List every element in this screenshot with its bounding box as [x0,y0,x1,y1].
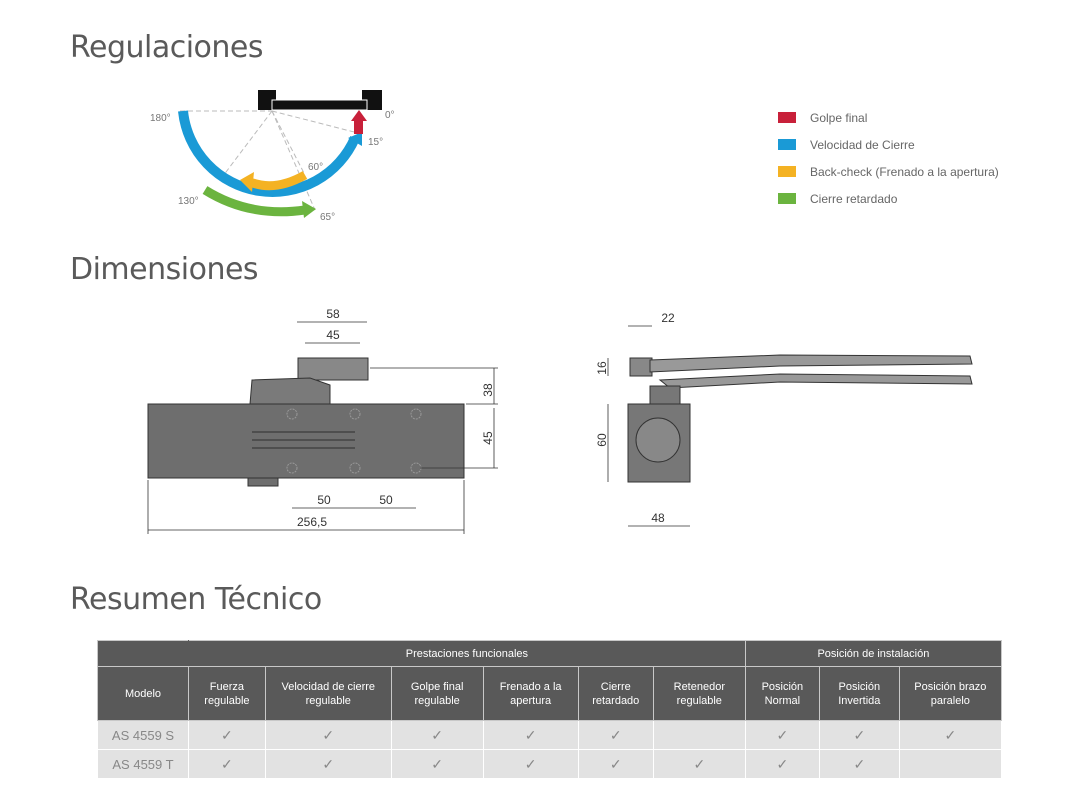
angle-65: 65° [320,212,335,223]
table-cell: ✓ [577,720,654,750]
section-title-regulaciones: Regulaciones [70,30,264,65]
dim-22: 22 [661,311,675,325]
table-row: AS 4559 T✓✓✓✓✓✓✓✓ [97,749,1003,779]
legend-item: Back-check (Frenado a la apertura) [778,158,999,185]
dim-38: 38 [481,383,495,397]
table-cell: AS 4559 S [97,720,189,750]
column-header: Posición brazo paralelo [898,666,1003,721]
table-cell: ✓ [390,749,484,779]
column-header: Posición Normal [744,666,820,721]
dim-45-v: 45 [481,431,495,445]
column-header: Modelo [97,666,189,721]
legend: Golpe final Velocidad de Cierre Back-che… [778,104,999,212]
table-cell: ✓ [744,749,820,779]
table-cell: ✓ [482,749,579,779]
table-cell: ✓ [577,749,654,779]
column-header: Posición Invertida [818,666,900,721]
angle-0: 0° [385,110,395,121]
table-cell: ✓ [390,720,484,750]
legend-item: Golpe final [778,104,999,131]
table-cell: ✓ [188,720,266,750]
angle-180: 180° [150,113,171,124]
table-cell: ✓ [264,720,392,750]
dim-60: 60 [595,433,609,447]
dim-50a: 50 [317,493,331,507]
table-row: AS 4559 S✓✓✓✓✓✓✓✓ [97,720,1003,750]
column-header: Cierre retardado [577,666,654,721]
dim-256: 256,5 [297,515,327,529]
dim-45: 45 [326,328,340,342]
table-cell [898,749,1003,779]
table-cell: ✓ [482,720,579,750]
table-cell: ✓ [818,749,900,779]
legend-item: Velocidad de Cierre [778,131,999,158]
column-header: Fuerza regulable [188,666,266,721]
dim-50b: 50 [379,493,393,507]
angle-130: 130° [178,196,199,207]
dimension-drawing-front: 58 45 38 45 50 50 256,5 [147,307,498,534]
dimension-drawing-side: 22 16 60 48 [595,311,973,527]
dim-16: 16 [595,361,609,375]
table-cell: ✓ [188,749,266,779]
angle-15: 15° [368,137,383,148]
table-cell: ✓ [264,749,392,779]
table-cell: ✓ [818,720,900,750]
angle-60: 60° [308,162,323,173]
group-header: Posición de instalación [744,640,1003,667]
table-cell: ✓ [744,720,820,750]
column-header: Golpe final regulable [390,666,484,721]
table-cell: AS 4559 T [97,749,189,779]
column-header: Frenado a la apertura [482,666,579,721]
column-header: Retenedor regulable [652,666,746,721]
table-cell [652,720,746,750]
group-header: Prestaciones funcionales [188,640,746,667]
section-title-resumen: Resumen Técnico [70,582,322,617]
dim-58: 58 [326,307,340,321]
legend-item: Cierre retardado [778,185,999,212]
section-title-dimensiones: Dimensiones [70,252,259,287]
table-cell: ✓ [898,720,1003,750]
column-header: Velocidad de cierre regulable [264,666,392,721]
table-cell: ✓ [652,749,746,779]
technical-summary-table: Prestaciones funcionales Posición de ins… [97,640,1003,779]
regulation-diagram: 180° 0° 15° 60° 130° 65° [150,90,395,223]
dim-48: 48 [651,511,665,525]
